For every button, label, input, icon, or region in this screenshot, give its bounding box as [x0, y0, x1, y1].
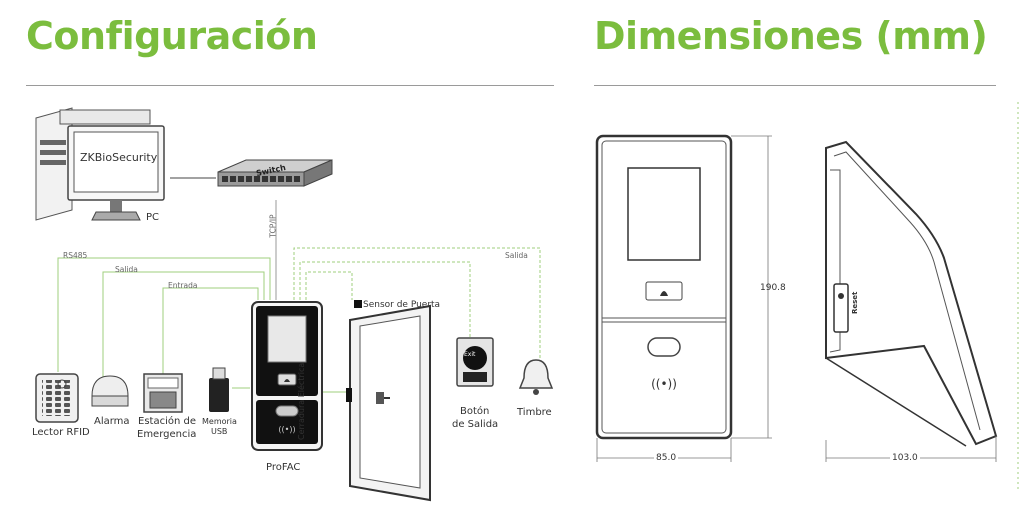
device-label-rfid: Lector RFID	[32, 427, 90, 438]
rfid-reader-icon	[35, 373, 79, 423]
electric-lock-label: Cerradura Eléctrica	[297, 362, 306, 440]
device-label-usb-2: USB	[211, 427, 228, 436]
usb-memory-icon	[209, 367, 229, 412]
pc-label: PC	[146, 212, 160, 223]
divider-left	[26, 85, 554, 86]
device-label-usb-1: Memoria	[202, 417, 237, 426]
wiring-lines	[57, 200, 541, 393]
wire-label-rs485: RS485	[63, 251, 88, 260]
dimension-depth: 103.0	[890, 452, 920, 464]
device-label-exit-1: Botón	[460, 406, 490, 417]
alarm-icon	[91, 375, 129, 407]
front-view-drawing: ((•))	[595, 134, 733, 440]
title-dimensiones: Dimensiones (mm)	[594, 14, 988, 58]
pc-icon	[35, 107, 165, 221]
title-configuracion: Configuración	[26, 14, 318, 58]
door-sensor-label: Sensor de Puerta	[363, 300, 441, 310]
divider-right	[594, 85, 996, 86]
emergency-station-icon	[143, 373, 183, 413]
wire-label-salida-right: Salida	[505, 251, 528, 260]
wire-label-salida-left: Salida	[115, 265, 138, 274]
dimension-height: 190.8	[760, 283, 786, 293]
exit-button-icon	[456, 337, 494, 387]
pc-software-label: ZKBioSecurity	[80, 151, 158, 164]
wire-label-entrada: Entrada	[168, 281, 198, 290]
dimension-width: 85.0	[654, 452, 679, 464]
device-label-alarm: Alarma	[94, 416, 130, 427]
door-icon	[346, 300, 431, 502]
exit-button-face-label: Exit	[464, 351, 476, 358]
svg-text:((•)): ((•))	[651, 377, 677, 391]
device-label-emergency-2: Emergencia	[137, 429, 197, 440]
bell-icon	[518, 359, 554, 395]
device-label-emergency-1: Estación de	[138, 416, 196, 427]
svg-text:((•)): ((•))	[278, 425, 295, 434]
device-label-terminal: ProFAC	[266, 462, 301, 473]
device-label-exit-2: de Salida	[452, 419, 499, 430]
side-view-drawing	[825, 140, 998, 447]
reset-label: Reset	[851, 291, 859, 314]
terminal-icon: ((•))	[251, 301, 323, 451]
device-label-bell: Timbre	[517, 407, 552, 418]
switch-icon	[170, 159, 333, 187]
tcpip-label: TCP/IP	[268, 214, 278, 238]
